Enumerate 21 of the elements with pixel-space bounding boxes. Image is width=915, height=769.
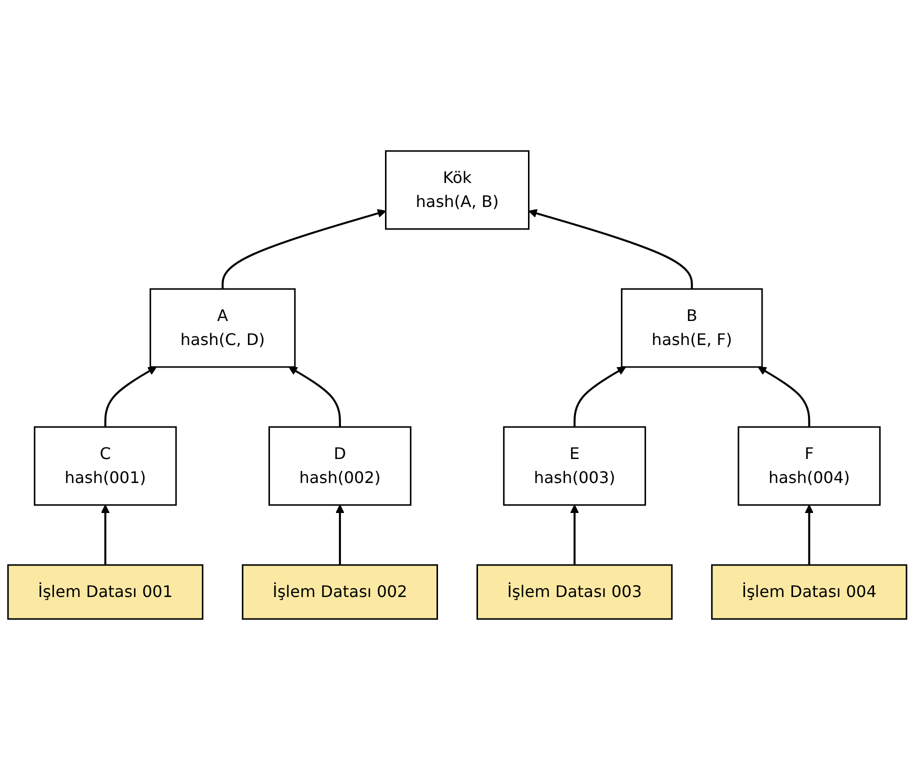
arrow [570, 504, 580, 564]
arrow [104, 366, 157, 426]
node-box: D hash(002) [268, 426, 412, 506]
node-box: İşlem Datası 002 [242, 564, 438, 620]
arrow [336, 504, 345, 564]
node-box: İşlem Datası 003 [476, 564, 673, 620]
arrow [574, 366, 626, 426]
node-box: F hash(004) [738, 426, 881, 506]
arrow [288, 366, 342, 426]
node-box: A hash(C, D) [150, 288, 296, 368]
node-box: Kök hash(A, B) [385, 150, 530, 230]
node-box: E hash(003) [503, 426, 646, 506]
node-box: C hash(001) [34, 426, 178, 506]
node-box: B hash(E, F) [621, 288, 764, 368]
node-box: İşlem Datası 001 [8, 564, 204, 620]
arrow [805, 504, 814, 564]
arrow [101, 504, 110, 564]
arrow [528, 208, 694, 288]
arrow [758, 366, 810, 426]
node-box: İşlem Datası 004 [711, 564, 908, 620]
arrow [222, 208, 386, 288]
